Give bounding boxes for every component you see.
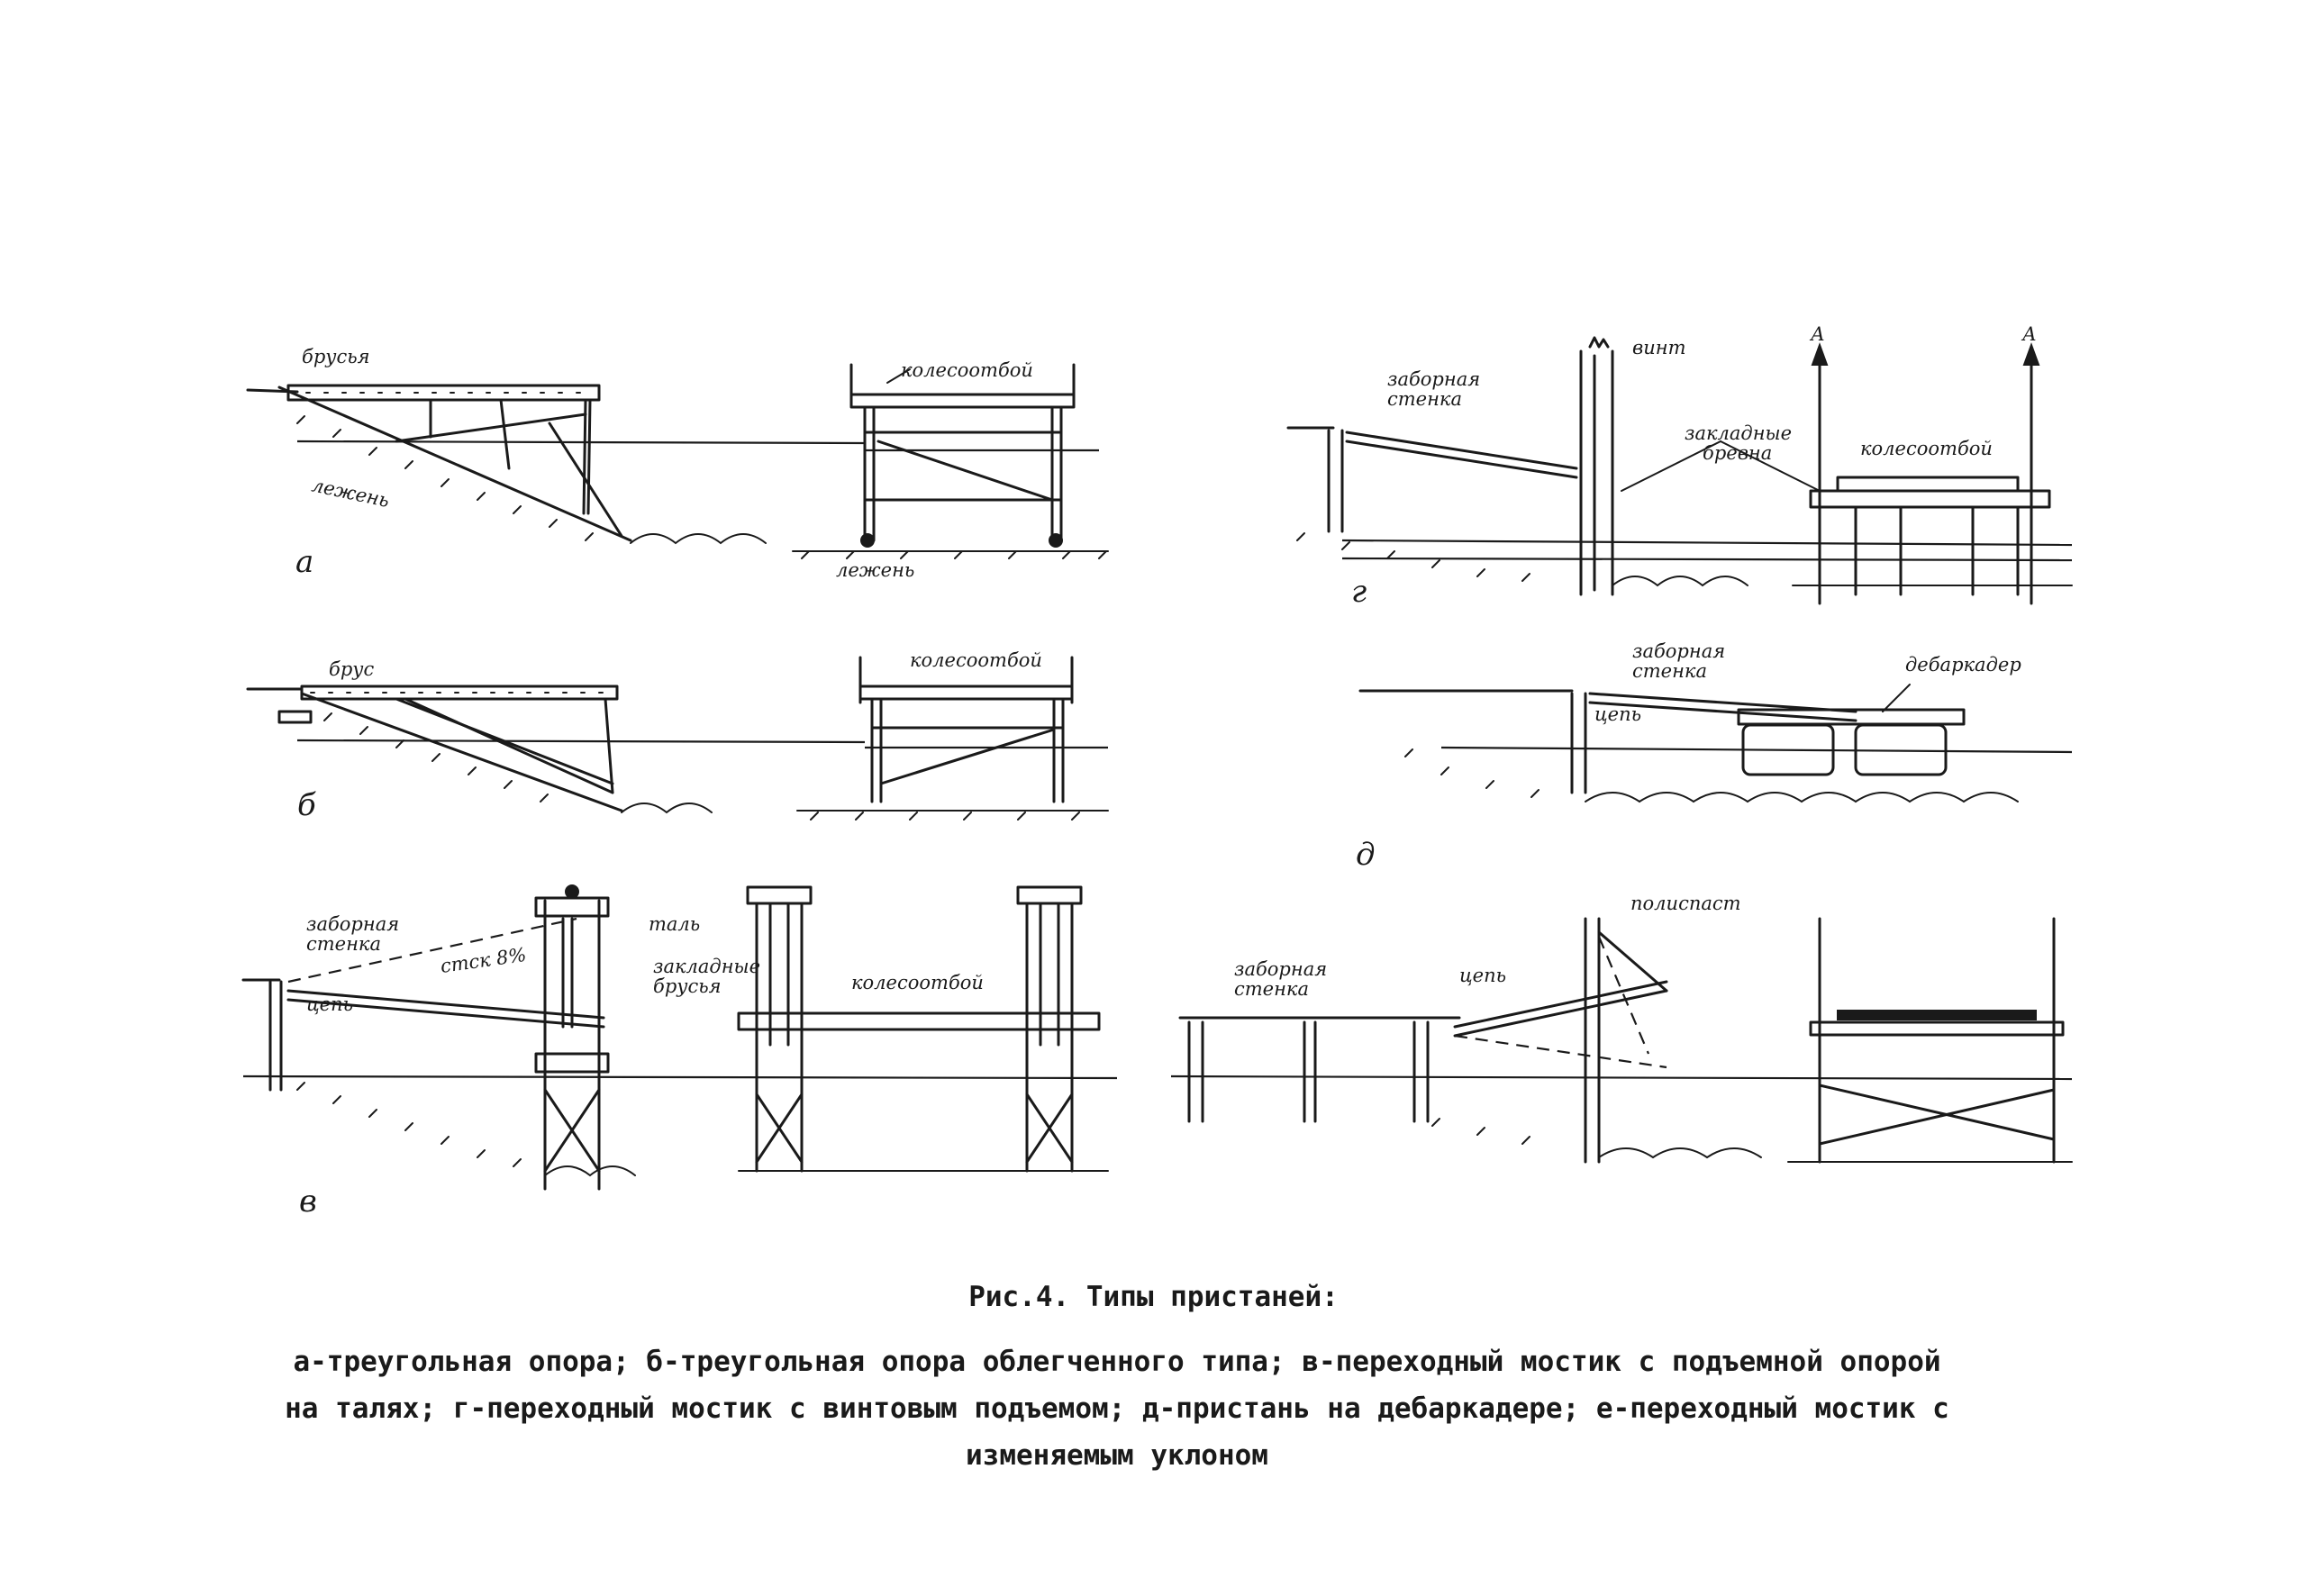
label-zabornaya-e1: заборная <box>1234 958 1327 980</box>
label-zaklad-v2: брусья <box>653 975 722 997</box>
panel-b: брус б колесоотбой <box>246 649 1109 823</box>
label-stsk: стск 8% <box>439 944 527 977</box>
panel-letter-g: г <box>1351 574 1367 610</box>
label-kolesootboi-b: колесоотбой <box>910 649 1042 671</box>
label-brus: брус <box>329 658 374 680</box>
label-tsep-e: цепь <box>1459 965 1506 986</box>
label-zabornaya-e2: стенка <box>1234 978 1309 1000</box>
label-zabornaya-g1: заборная <box>1387 368 1480 390</box>
panel-e: полиспаст заборная стенка цепь <box>1170 893 2073 1164</box>
label-tsep-d: цепь <box>1594 703 1641 725</box>
label-zaklad-v1: закладные <box>653 956 760 977</box>
panel-letter-v: в <box>299 1183 317 1220</box>
label-zabornaya-d1: заборная <box>1632 640 1725 662</box>
label-zabornaya-v2: стенка <box>306 933 381 955</box>
panel-letter-a: а <box>295 544 313 580</box>
label-debarkader: дебаркадер <box>1905 654 2021 676</box>
label-zabornaya-d2: стенка <box>1632 660 1707 682</box>
caption-title: Рис.4. Типы пристаней: <box>968 1281 1339 1313</box>
label-zaklad-g2: бревна <box>1703 442 1772 464</box>
label-tal: таль <box>649 913 700 935</box>
label-zabornaya-g2: стенка <box>1387 388 1462 410</box>
label-brusya: брусья <box>302 346 370 367</box>
panel-letter-b: б <box>297 787 316 823</box>
panel-g: винт заборная стенка закладные бревна ко… <box>1286 323 2073 610</box>
panel-a: брусья лежень а колесоотбой лежень <box>246 346 1109 581</box>
panel-v: заборная стенка таль цепь стск 8% заклад… <box>241 884 1118 1220</box>
caption-text: а-треугольная опора; б-треугольная опора… <box>285 1346 1949 1472</box>
label-zaklad-g1: закладные <box>1685 422 1792 444</box>
label-lezhen-a2: лежень <box>836 559 914 581</box>
label-vint: винт <box>1632 337 1686 358</box>
label-kolesootboi-v: колесоотбой <box>851 972 984 993</box>
label-mark-a1: А <box>1809 323 1825 345</box>
label-lezhen: лежень <box>310 474 391 512</box>
label-polispast: полиспаст <box>1630 893 1741 914</box>
label-kolesootboi-g: колесоотбой <box>1860 438 1993 459</box>
label-zabornaya-v1: заборная <box>306 913 399 935</box>
label-tsep-v: цепь <box>306 993 353 1015</box>
panel-letter-d: д <box>1356 837 1376 873</box>
label-kolesootboi-a: колесоотбой <box>901 359 1033 381</box>
ground-hatch-a1 <box>296 415 767 545</box>
panel-d: заборная стенка дебаркадер цепь д <box>1356 640 2073 873</box>
label-mark-a2: А <box>2021 323 2037 345</box>
